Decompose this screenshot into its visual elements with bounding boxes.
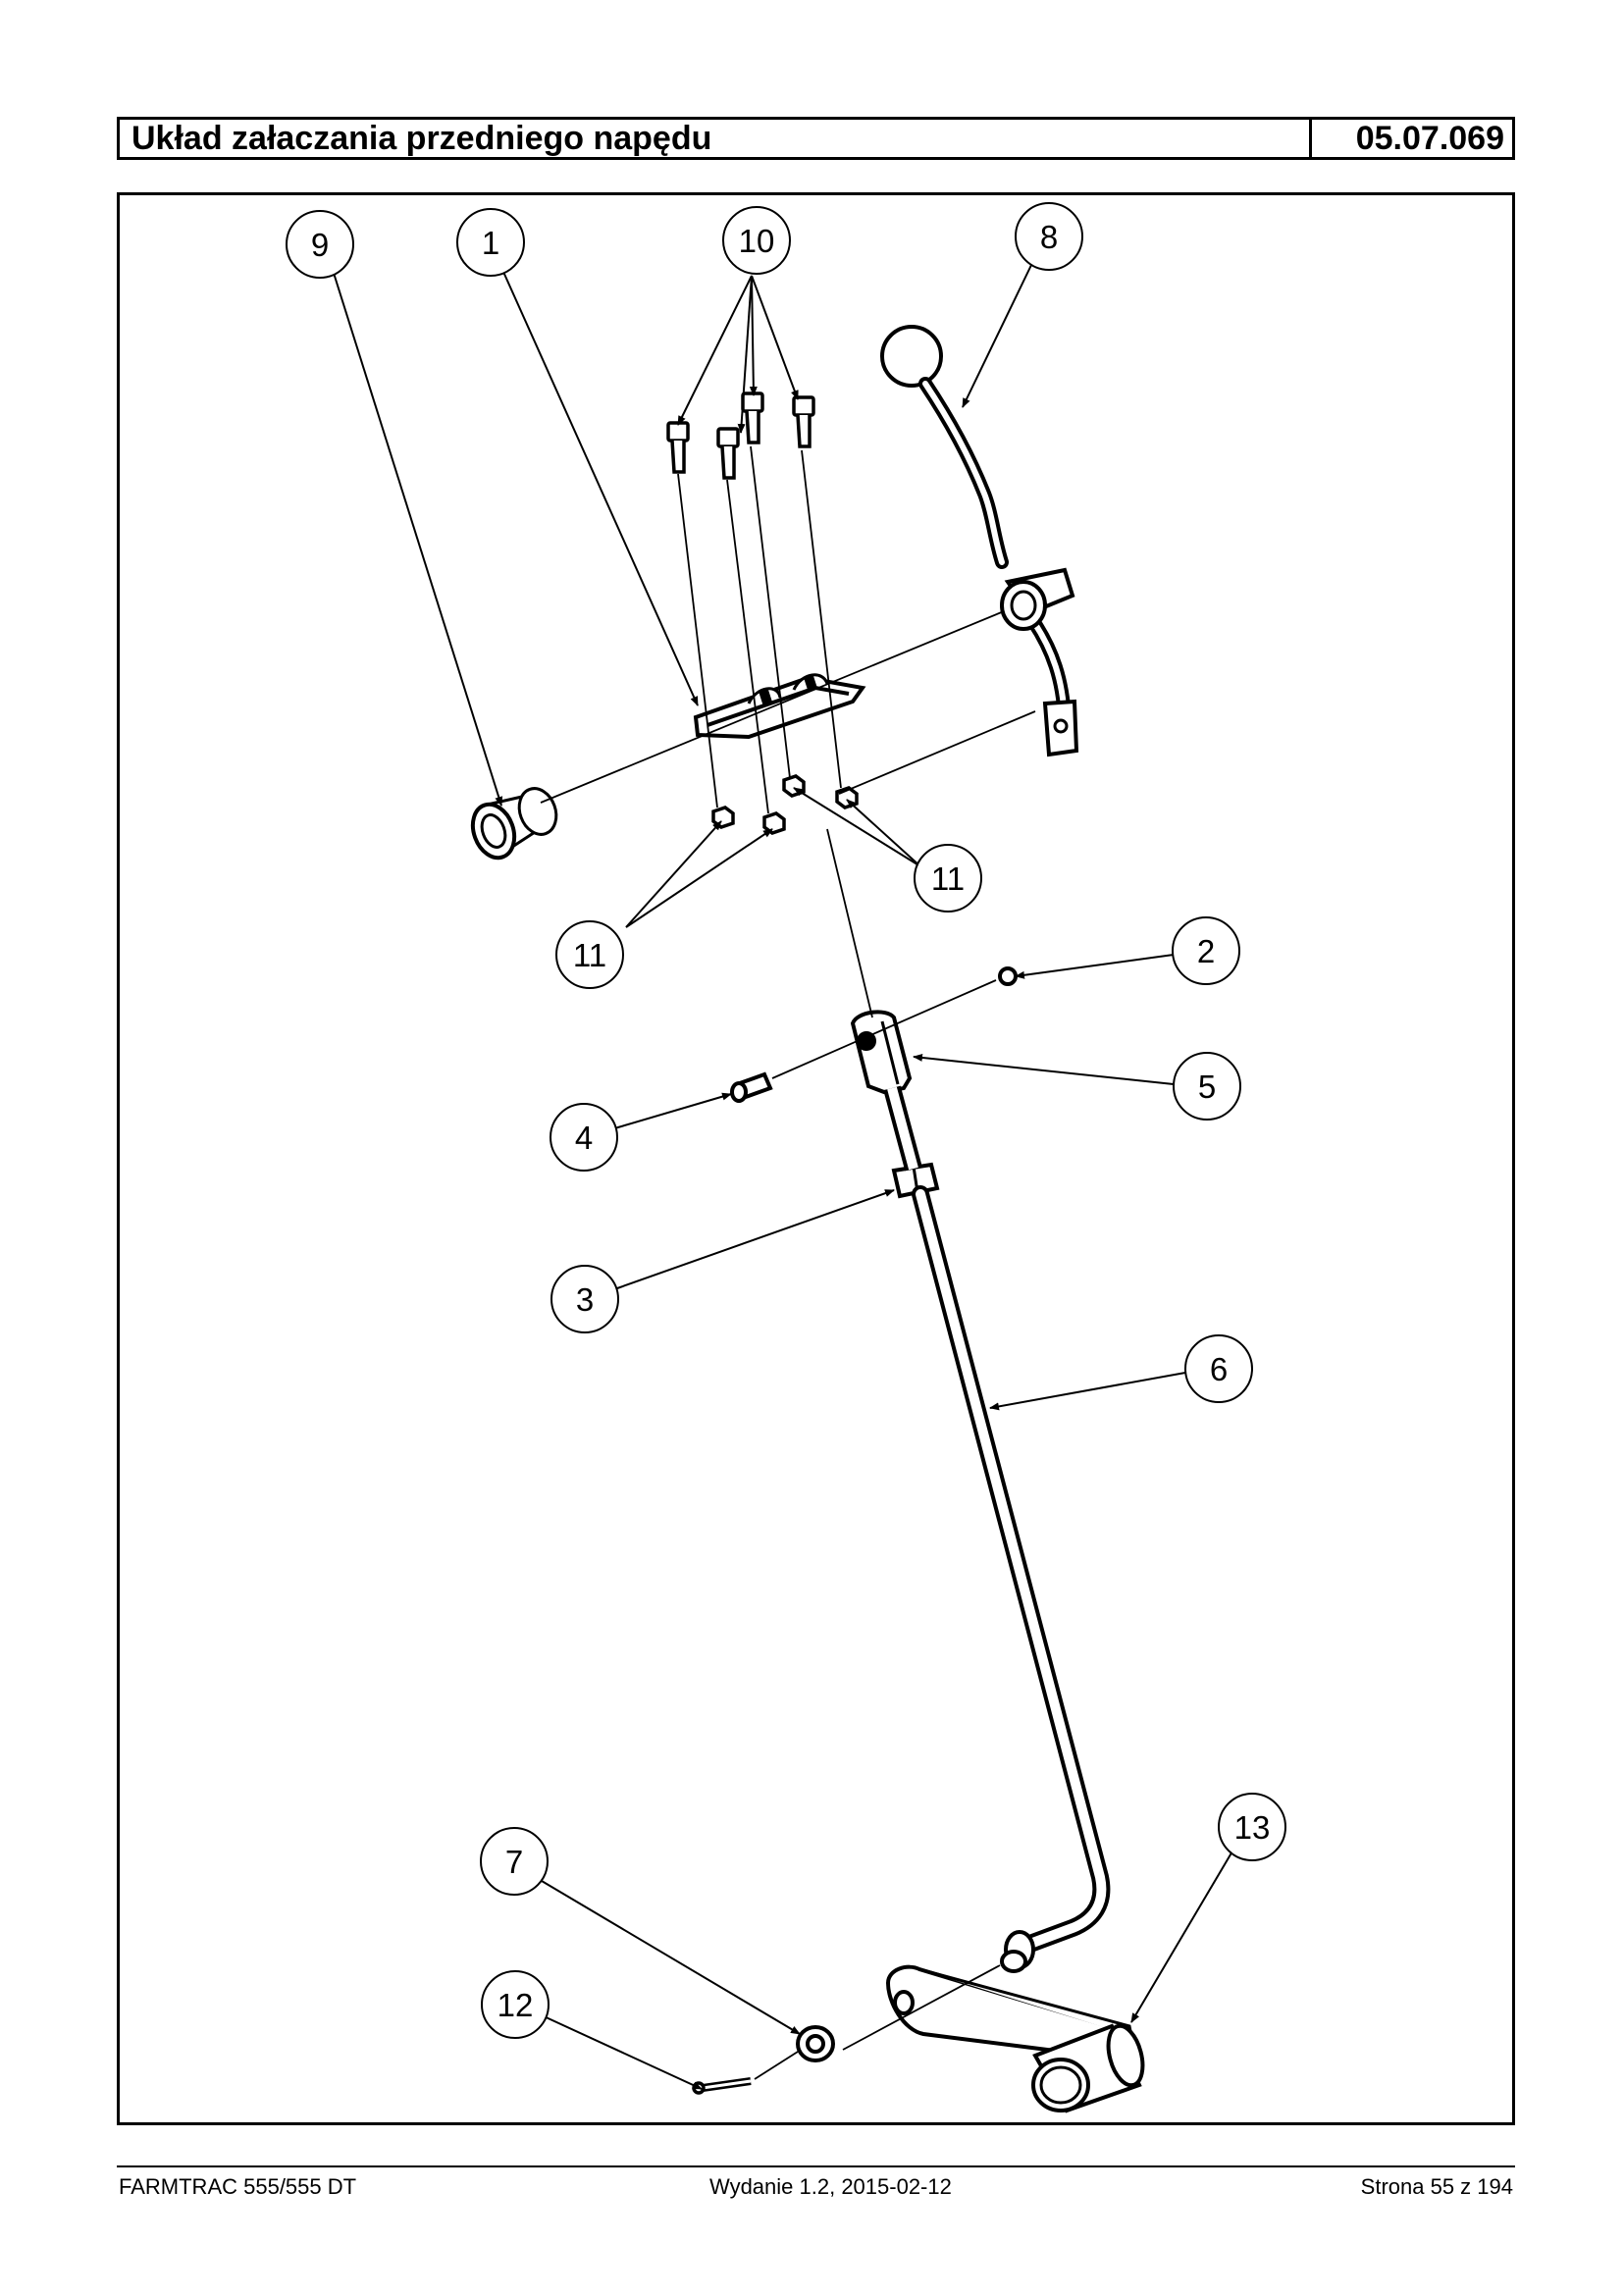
part-6-rod [883,1085,1111,1973]
footer-model: FARMTRAC 555/555 DT [119,2174,357,2199]
callout-10: 10 [722,206,791,275]
part-10-bolts [666,391,815,480]
callout-9: 9 [286,210,354,279]
svg-text:1: 1 [482,225,499,261]
callout-6: 6 [1184,1334,1253,1403]
svg-text:8: 8 [1040,219,1058,255]
svg-text:3: 3 [576,1281,594,1318]
callout-8: 8 [1015,202,1083,271]
svg-text:12: 12 [498,1987,534,2023]
part-11-nuts [711,774,859,835]
svg-text:11: 11 [573,937,606,973]
callout-2: 2 [1172,916,1240,985]
footer-divider [117,2165,1515,2167]
assembly-centerlines [540,445,1036,2080]
footer-page-number: Strona 55 z 194 [1360,2174,1513,2199]
callout-5: 5 [1173,1052,1241,1121]
exploded-parts-drawing: 9 1 10 8 11 11 2 5 [117,192,1515,2125]
callout-1: 1 [456,208,525,277]
svg-text:13: 13 [1234,1809,1271,1846]
callout-3: 3 [550,1265,619,1333]
part-2-nut [998,966,1018,986]
leader-lines [332,262,1234,2090]
part-4-pin [730,1071,773,1103]
callout-4: 4 [550,1103,618,1172]
svg-text:5: 5 [1198,1069,1216,1105]
svg-text:2: 2 [1197,933,1215,969]
part-5-clevis [850,1010,913,1095]
svg-text:11: 11 [931,861,965,897]
svg-text:7: 7 [505,1844,523,1880]
callout-7: 7 [480,1827,549,1896]
footer-edition: Wydanie 1.2, 2015-02-12 [709,2174,952,2199]
svg-text:9: 9 [311,227,329,263]
svg-text:4: 4 [575,1120,593,1156]
callout-11-left: 11 [555,920,624,989]
part-7-washer [796,2025,835,2062]
page-title: Układ załaczania przedniego napędu [120,120,1312,157]
svg-text:6: 6 [1210,1351,1228,1387]
page-header: Układ załaczania przedniego napędu 05.07… [117,117,1515,160]
callout-13: 13 [1218,1793,1286,1861]
svg-text:10: 10 [739,223,775,259]
part-9-bushing [470,787,558,861]
callout-11-right: 11 [914,844,982,913]
document-code: 05.07.069 [1355,120,1504,157]
part-13-pedal-arm [885,1964,1145,2113]
part-8-lever [880,325,1079,757]
callout-12: 12 [481,1970,550,2039]
part-12-split-pin [692,2077,752,2095]
